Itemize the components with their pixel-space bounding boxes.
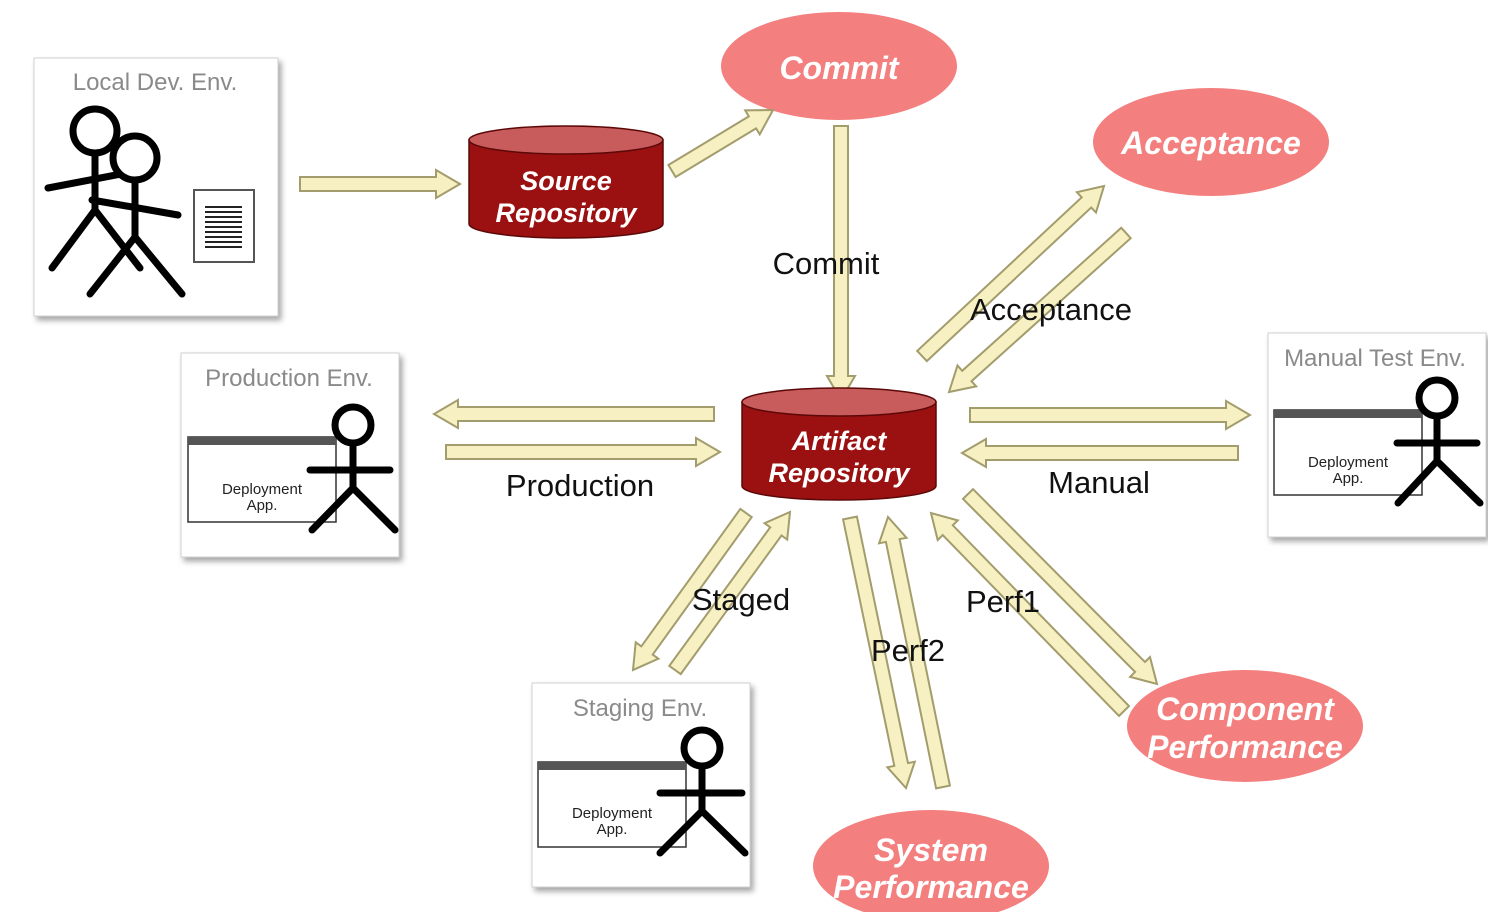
commit-stage: Commit [721,12,957,120]
document-icon [193,189,255,263]
deployment-app-window: Deployment App. [1273,409,1423,496]
arrow-manual-to-artifact [960,437,1239,469]
local-dev-env-title: Local Dev. Env. [73,69,238,96]
acceptance-stage: Acceptance [1093,88,1329,196]
source-repository: Source Repository [468,125,664,239]
system-performance-ellipse [813,810,1049,912]
arrow-acceptance-to-artifact [947,226,1133,394]
deployment-app-label: App. [597,821,628,838]
arrow-source-to-commit [667,108,775,179]
artifact-repository-line2: Repository [768,458,911,488]
artifact-repository-body [741,401,937,501]
tester-icon [656,726,749,857]
local-dev-env: Local Dev. Env. [33,57,279,317]
flow-arrows [299,108,1252,790]
acceptance-stage-ellipse [1093,88,1329,196]
arrow-production-to-artifact [445,436,722,468]
tester-icon [1393,376,1484,507]
arrow-artifact-to-production [432,398,715,430]
component-performance-stage: Component Performance [1127,670,1363,782]
arrow-component-perf-to-artifact [929,511,1131,718]
arrow-local-to-source [299,168,462,200]
source-repository-line1: Source [520,166,612,196]
arrow-label-production: Production [506,468,654,503]
source-repository-top [468,125,664,155]
developer-icon [44,105,146,272]
manual-test-env: Manual Test Env. Deployment App. [1267,332,1487,538]
source-repository-body [468,139,664,239]
acceptance-stage-label: Acceptance [1120,125,1301,161]
arrow-artifact-to-system-perf [841,515,917,790]
operator-icon [306,403,399,534]
arrow-staging-to-artifact [667,510,792,676]
arrow-label-staged: Staged [692,582,790,617]
arrow-artifact-to-component-perf [961,487,1159,686]
commit-stage-label: Commit [779,50,899,86]
artifact-repository: Artifact Repository [741,387,937,501]
deployment-app-label: Deployment [572,805,653,822]
staging-env: Staging Env. Deployment App. [531,682,751,888]
arrow-artifact-to-acceptance [915,184,1106,363]
arrow-label-acceptance: Acceptance [970,292,1132,327]
deployment-app-window: Deployment App. [187,436,337,523]
commit-stage-ellipse [721,12,957,120]
component-performance-line2: Performance [1147,729,1343,765]
component-performance-line1: Component [1156,691,1335,727]
deployment-app-label: App. [1333,470,1364,487]
deployment-app-label: Deployment [222,481,303,498]
deployment-app-label: Deployment [1308,454,1389,471]
deployment-app-window: Deployment App. [537,761,687,848]
arrow-system-perf-to-artifact [877,515,952,790]
deployment-app-label: App. [247,497,278,514]
system-performance-line1: System [874,832,988,868]
production-env: Production Env. Deployment App. [180,352,400,558]
system-performance-stage: System Performance [813,810,1049,912]
production-env-title: Production Env. [205,365,373,392]
artifact-repository-top [741,387,937,417]
arrow-artifact-to-manual [969,399,1252,431]
arrow-label-manual: Manual [1048,465,1150,500]
source-repository-line2: Repository [495,198,638,228]
staging-env-title: Staging Env. [573,695,707,722]
developer-icon [86,132,186,298]
arrow-label-perf2: Perf2 [871,633,945,668]
system-performance-line2: Performance [833,869,1029,905]
component-performance-ellipse [1127,670,1363,782]
manual-test-env-title: Manual Test Env. [1284,345,1466,372]
arrow-artifact-to-staging [631,507,754,672]
arrow-label-commit: Commit [773,246,880,281]
arrow-label-perf1: Perf1 [966,584,1040,619]
local-dev-env-box [33,57,279,317]
artifact-repository-line1: Artifact [791,426,888,456]
